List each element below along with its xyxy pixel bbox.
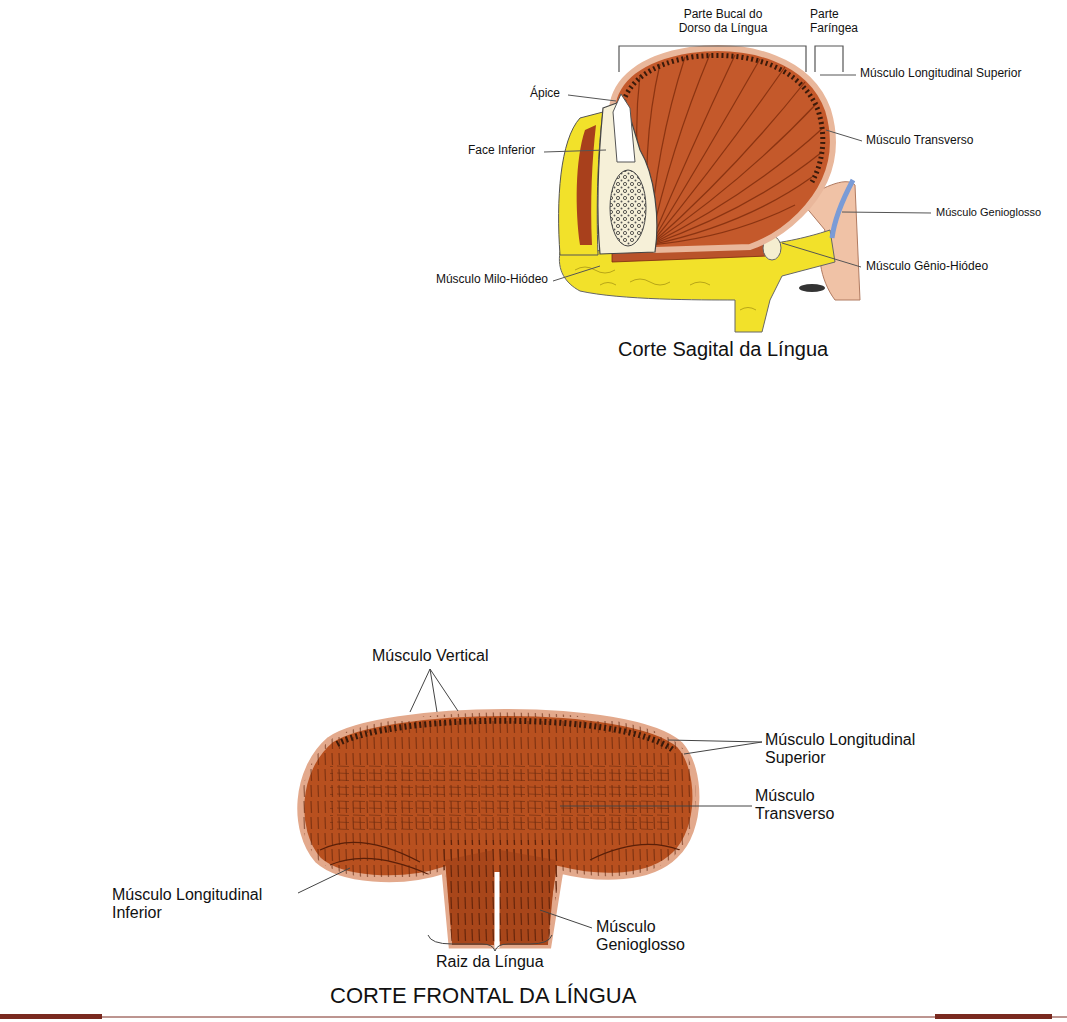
part-label: Músculo Transverso xyxy=(755,787,865,824)
part-label: Parte Faríngea xyxy=(810,8,870,36)
part-label: Músculo Milo-Hiódeo xyxy=(436,273,548,287)
part-label: Músculo Longitudinal Inferior xyxy=(112,886,297,923)
part-label: Ápice xyxy=(530,87,560,101)
figure-caption: Corte Sagital da Língua xyxy=(618,338,828,361)
part-label: Músculo Genioglosso xyxy=(596,918,706,955)
part-label: Músculo Genioglosso xyxy=(936,206,1041,219)
page-rule xyxy=(0,1014,1067,1019)
part-label: Músculo Longitudinal Superior xyxy=(860,67,1021,81)
part-label: Músculo Vertical xyxy=(372,647,489,665)
part-label: Parte Bucal do Dorso da Língua xyxy=(668,8,778,36)
frontal-section xyxy=(290,669,762,951)
part-label: Raiz da Língua xyxy=(436,953,544,971)
part-label: Músculo Gênio-Hiódeo xyxy=(866,260,988,274)
sagittal-section xyxy=(544,46,931,332)
part-label: Face Inferior xyxy=(468,144,535,158)
part-label: Músculo Transverso xyxy=(866,134,973,148)
figure-caption: CORTE FRONTAL DA LÍNGUA xyxy=(330,983,636,1008)
part-label: Músculo Longitudinal Superior xyxy=(765,731,950,768)
